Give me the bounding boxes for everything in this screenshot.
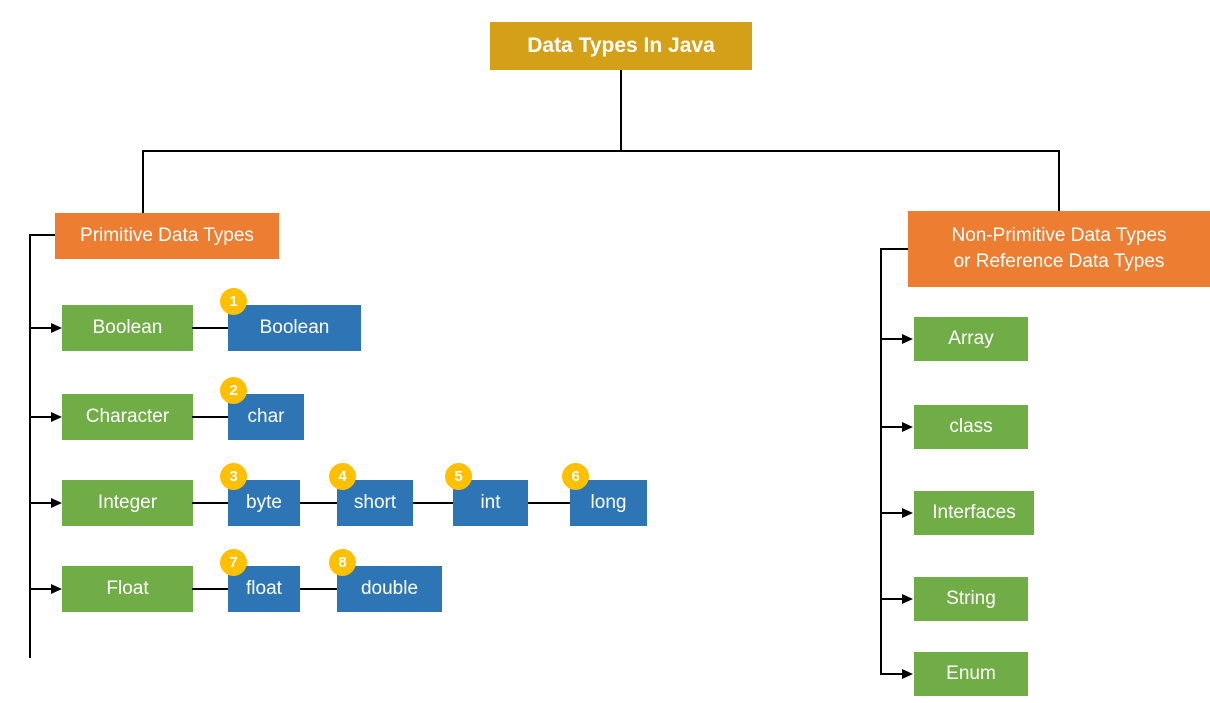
right-branch-drop-line xyxy=(1058,150,1060,211)
top-horizontal-line xyxy=(142,150,1060,152)
reference-box-enum: Enum xyxy=(914,652,1028,696)
arrowhead-icon xyxy=(902,422,913,432)
arrowhead-icon xyxy=(902,594,913,604)
badge-3: 3 xyxy=(220,463,247,490)
category-box-integer: Integer xyxy=(62,480,193,526)
non-primitive-header-box: Non-Primitive Data Types or Reference Da… xyxy=(908,211,1210,287)
connector-line xyxy=(30,327,52,329)
connector-line xyxy=(882,673,903,675)
arrowhead-icon xyxy=(51,498,62,508)
left-branch-drop-line xyxy=(142,150,144,213)
badge-4: 4 xyxy=(329,463,356,490)
non-primitive-header-line2: or Reference Data Types xyxy=(953,251,1165,272)
connector-line xyxy=(300,588,337,590)
reference-box-array: Array xyxy=(914,317,1028,361)
category-box-boolean: Boolean xyxy=(62,305,193,351)
arrowhead-icon xyxy=(902,334,913,344)
connector-line xyxy=(413,502,453,504)
connector-line xyxy=(30,588,52,590)
connector-line xyxy=(882,598,903,600)
connector-line xyxy=(192,327,228,329)
reference-box-string: String xyxy=(914,577,1028,621)
title-stem-line xyxy=(620,70,622,152)
connector-line xyxy=(192,588,228,590)
left-spine-line xyxy=(29,234,31,658)
reference-box-class: class xyxy=(914,405,1028,449)
primitive-header-box: Primitive Data Types xyxy=(55,213,279,259)
badge-7: 7 xyxy=(220,549,247,576)
left-elbow-line xyxy=(29,234,56,236)
connector-line xyxy=(300,502,337,504)
badge-5: 5 xyxy=(445,463,472,490)
non-primitive-header-line1: Non-Primitive Data Types xyxy=(951,225,1167,246)
badge-2: 2 xyxy=(220,377,247,404)
connector-line xyxy=(882,512,903,514)
arrowhead-icon xyxy=(902,669,913,679)
arrowhead-icon xyxy=(51,323,62,333)
badge-8: 8 xyxy=(329,549,356,576)
arrowhead-icon xyxy=(51,412,62,422)
right-spine-line xyxy=(880,248,882,675)
badge-6: 6 xyxy=(562,463,589,490)
connector-line xyxy=(192,502,228,504)
connector-line xyxy=(192,416,228,418)
right-elbow-line xyxy=(880,248,908,250)
type-box-double: double xyxy=(337,566,442,612)
badge-1: 1 xyxy=(220,288,247,315)
connector-line xyxy=(30,502,52,504)
category-box-character: Character xyxy=(62,394,193,440)
arrowhead-icon xyxy=(51,584,62,594)
type-box-short: short xyxy=(337,480,413,526)
type-box-char: char xyxy=(228,394,304,440)
connector-line xyxy=(882,426,903,428)
reference-box-interfaces: Interfaces xyxy=(914,491,1034,535)
connector-line xyxy=(528,502,570,504)
type-box-int: int xyxy=(453,480,528,526)
title-box: Data Types In Java xyxy=(490,22,752,70)
category-box-float: Float xyxy=(62,566,193,612)
connector-line xyxy=(882,338,903,340)
type-box-boolean: Boolean xyxy=(228,305,361,351)
arrowhead-icon xyxy=(902,508,913,518)
connector-line xyxy=(30,416,52,418)
